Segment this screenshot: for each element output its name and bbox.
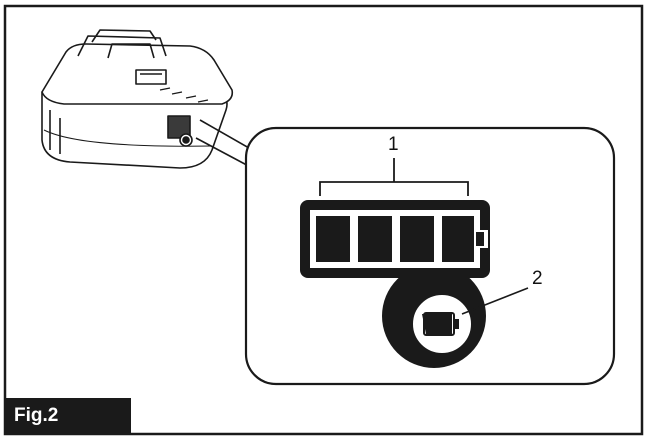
- figure-label: Fig.2: [6, 398, 131, 434]
- callout-2-leader: [461, 287, 529, 315]
- callout-1-bracket: [319, 158, 469, 196]
- battery-indicator-lamps: [316, 216, 484, 262]
- indicator-terminal: [476, 232, 484, 246]
- indicator-lamp-3: [400, 216, 434, 262]
- indicator-lamp-1: [316, 216, 350, 262]
- callout-2-number: 2: [532, 268, 543, 289]
- indicator-lamp-2: [358, 216, 392, 262]
- callout-1-number: 1: [388, 134, 399, 155]
- battery-pack-illustration: [41, 29, 234, 169]
- battery-low-icon: [422, 312, 459, 336]
- figure-frame: [3, 4, 644, 436]
- indicator-lamp-4: [442, 216, 474, 262]
